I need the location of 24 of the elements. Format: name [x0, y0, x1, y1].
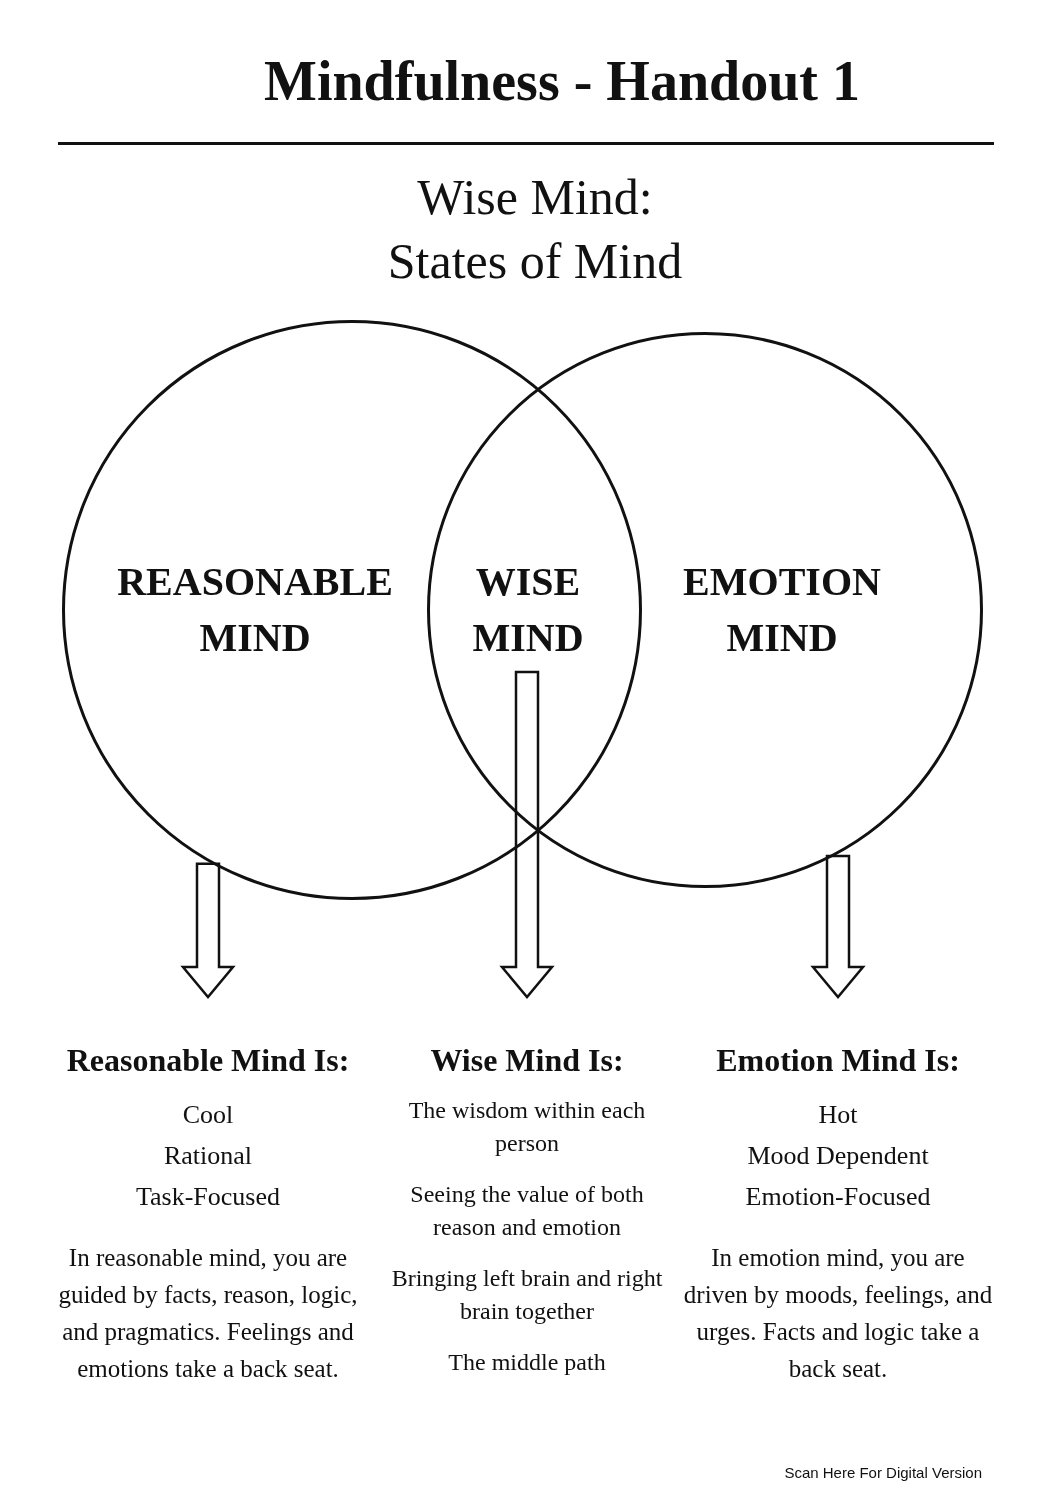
down-arrow: [180, 862, 236, 999]
description-text: In reasonable mind, you are guided by facts, reason, logic, and pragmatics. Feelings and emotions take a back seat.: [57, 1243, 359, 1384]
list-item: The wisdom within each person: [407, 1096, 647, 1158]
down-arrow: [499, 670, 555, 999]
list-item: Mood Dependent: [746, 1140, 930, 1172]
list-item: Emotion-Focused: [744, 1181, 932, 1213]
column-heading: Reasonable Mind Is:: [65, 1041, 351, 1080]
footer-note: Scan Here For Digital Version: [783, 1463, 982, 1483]
list-item: Hot: [817, 1099, 859, 1131]
description-text: In emotion mind, you are driven by moods, feelings, and urges. Facts and logic take a back seat.: [683, 1243, 993, 1384]
list-item: Rational: [162, 1140, 254, 1172]
list-item: Seeing the value of both reason and emotion: [409, 1180, 645, 1242]
down-arrow: [810, 854, 866, 999]
subtitle: Wise Mind: States of Mind: [386, 168, 684, 291]
list-item: Task-Focused: [134, 1181, 281, 1213]
circle-label: WISE MIND: [471, 558, 585, 662]
page-title: Mindfulness - Handout 1: [263, 49, 861, 114]
circle-label: REASONABLE MIND: [116, 558, 394, 662]
list-item: The middle path: [447, 1348, 607, 1377]
column-heading: Emotion Mind Is:: [715, 1041, 961, 1080]
circle-label: EMOTION MIND: [682, 558, 882, 662]
column-heading: Wise Mind Is:: [429, 1041, 625, 1080]
list-item: Cool: [181, 1099, 235, 1131]
list-item: Bringing left brain and right brain together: [390, 1264, 664, 1326]
